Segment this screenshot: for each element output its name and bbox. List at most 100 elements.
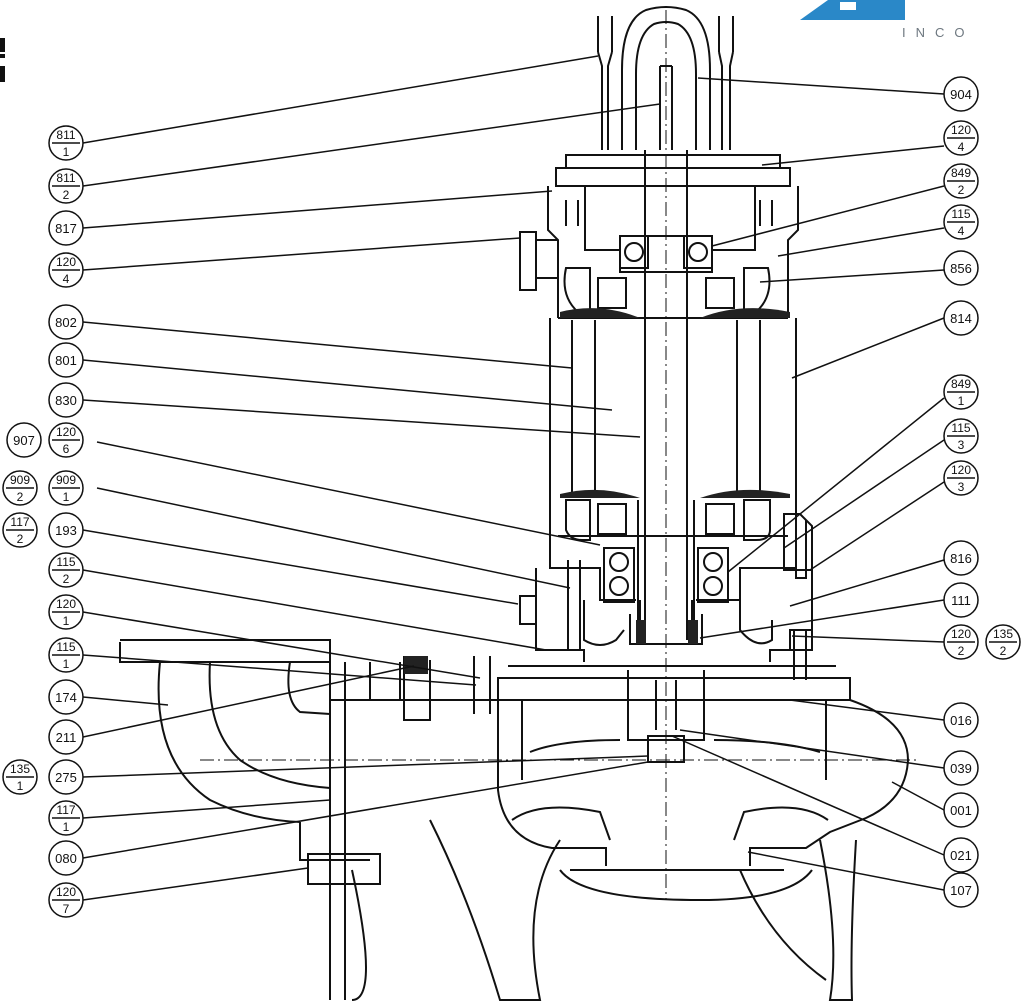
- callout-802: 802: [48, 304, 84, 340]
- svg-text:849: 849: [951, 166, 971, 180]
- callout-814: 814: [943, 300, 979, 336]
- svg-text:830: 830: [55, 393, 77, 408]
- hatched-regions: [404, 308, 790, 674]
- svg-text:4: 4: [958, 140, 965, 154]
- svg-text:1: 1: [63, 490, 70, 504]
- svg-text:2: 2: [17, 532, 24, 546]
- svg-text:1: 1: [63, 820, 70, 834]
- bearing-housing: [549, 540, 797, 601]
- svg-text:909: 909: [10, 473, 30, 487]
- svg-text:120: 120: [56, 425, 76, 439]
- svg-text:080: 080: [55, 851, 77, 866]
- callout-211: 211: [48, 719, 84, 755]
- oil-chamber: [535, 568, 813, 662]
- svg-text:1: 1: [63, 614, 70, 628]
- svg-text:120: 120: [951, 123, 971, 137]
- callout-111: 111: [943, 582, 979, 618]
- svg-text:3: 3: [958, 480, 965, 494]
- company-logo: INCO: [800, 0, 975, 40]
- left-edge-marks: [0, 38, 5, 82]
- callout-904: 904: [943, 76, 979, 112]
- discharge-elbow: [157, 661, 301, 823]
- volute-casing: [497, 700, 607, 866]
- svg-text:814: 814: [950, 311, 972, 326]
- svg-text:021: 021: [950, 848, 972, 863]
- svg-text:115: 115: [56, 555, 75, 569]
- svg-text:904: 904: [950, 87, 972, 102]
- svg-text:193: 193: [55, 523, 77, 538]
- lifting-bail: [621, 6, 711, 150]
- svg-text:001: 001: [950, 803, 972, 818]
- svg-text:7: 7: [63, 902, 70, 916]
- base-stand-left: [351, 819, 561, 1001]
- callout-107: 107: [943, 872, 979, 908]
- svg-text:2: 2: [63, 572, 70, 586]
- svg-text:4: 4: [63, 272, 70, 286]
- callout-080: 080: [48, 840, 84, 876]
- callout-021: 021: [943, 837, 979, 873]
- svg-text:117: 117: [56, 803, 75, 817]
- svg-text:1: 1: [958, 394, 965, 408]
- svg-text:816: 816: [950, 551, 972, 566]
- svg-text:909: 909: [56, 473, 76, 487]
- svg-text:811: 811: [56, 171, 75, 185]
- svg-text:039: 039: [950, 761, 972, 776]
- svg-text:174: 174: [55, 690, 77, 705]
- svg-text:120: 120: [951, 463, 971, 477]
- svg-text:120: 120: [56, 255, 76, 269]
- callout-817: 817: [48, 210, 84, 246]
- svg-text:1: 1: [63, 145, 70, 159]
- callout-001: 001: [943, 792, 979, 828]
- leader-lines: [82, 55, 945, 901]
- svg-text:275: 275: [55, 770, 77, 785]
- logo-text: INCO: [902, 25, 975, 40]
- svg-text:115: 115: [951, 207, 970, 221]
- callout-174: 174: [48, 679, 84, 715]
- svg-text:111: 111: [951, 593, 971, 608]
- callout-816: 816: [943, 540, 979, 576]
- svg-text:6: 6: [63, 442, 70, 456]
- svg-text:2: 2: [958, 644, 965, 658]
- centerlines: [200, 10, 920, 900]
- svg-text:117: 117: [10, 515, 29, 529]
- callout-830: 830: [48, 382, 84, 418]
- svg-text:811: 811: [56, 128, 75, 142]
- svg-text:135: 135: [10, 762, 30, 776]
- callout-801: 801: [48, 342, 84, 378]
- svg-text:016: 016: [950, 713, 972, 728]
- discharge-flange: [119, 639, 331, 663]
- svg-text:1: 1: [17, 779, 24, 793]
- callout-907: 907: [6, 422, 42, 458]
- stator-housing: [549, 318, 797, 540]
- svg-text:2: 2: [958, 183, 965, 197]
- svg-text:817: 817: [55, 221, 77, 236]
- svg-text:120: 120: [56, 885, 76, 899]
- motor-shaft: [644, 150, 688, 640]
- callout-039: 039: [943, 750, 979, 786]
- svg-text:120: 120: [56, 597, 76, 611]
- callout-275: 275: [48, 759, 84, 795]
- top-cover: [565, 154, 781, 169]
- svg-text:3: 3: [958, 438, 965, 452]
